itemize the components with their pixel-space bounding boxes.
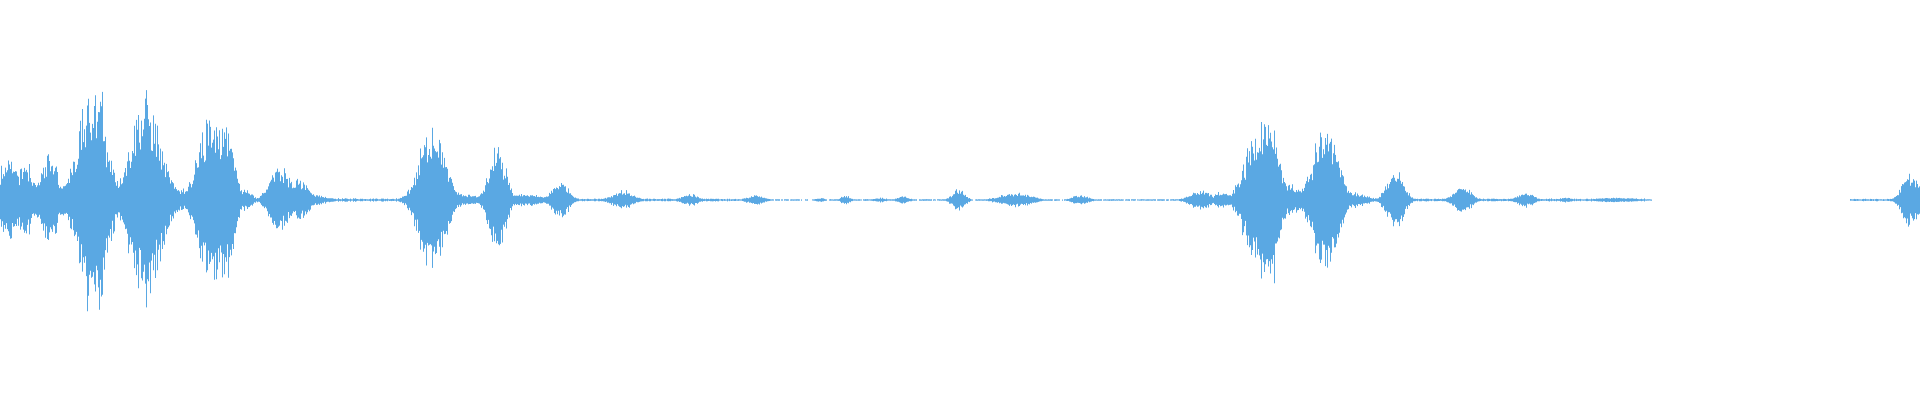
waveform-path xyxy=(0,90,1920,312)
waveform-trace xyxy=(0,90,1920,312)
